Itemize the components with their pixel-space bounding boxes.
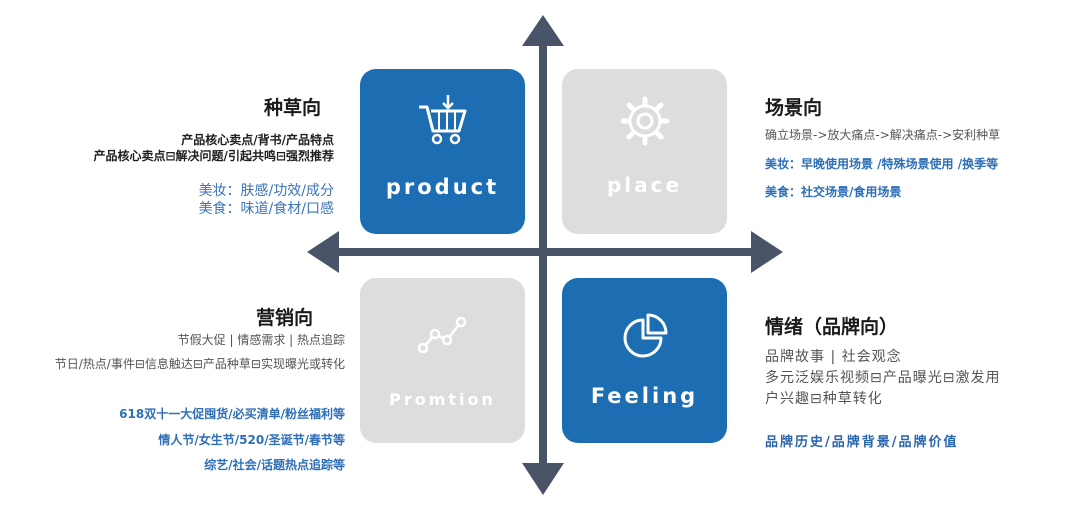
emotion-line-4: 品牌历史/品牌背景/品牌价值 xyxy=(765,435,959,450)
line-chart-icon xyxy=(417,316,466,354)
scene-title: 场景向 xyxy=(765,97,823,119)
marketing-line-3: 618双十一大促囤货/必买清单/粉丝福利等 xyxy=(119,407,345,421)
seeding-line-2: 产品核心卖点⊟解决问题/引起共鸣⊟强烈推荐 xyxy=(93,149,335,163)
arrow-up-icon xyxy=(522,15,564,46)
emotion-line-2: 多元泛娱乐视频⊟产品曝光⊟激发用 xyxy=(765,370,1001,386)
marketing-line-1: 节假大促 | 情感需求 | 热点追踪 xyxy=(177,333,345,347)
product-tile: product xyxy=(360,69,525,234)
emotion-line-1: 品牌故事 | 社会观念 xyxy=(765,349,902,365)
seeding-line-4: 美食：味道/食材/口感 xyxy=(198,201,334,217)
marketing-line-5: 综艺/社会/话题热点追踪等 xyxy=(204,458,345,472)
arrow-right-icon xyxy=(751,231,783,273)
seeding-title: 种草向 xyxy=(264,97,322,119)
scene-line-3: 美食：社交场景/食用场景 xyxy=(765,185,902,199)
emotion-line-3: 户兴趣⊟种草转化 xyxy=(765,391,883,407)
emotion-title: 情绪（品牌向） xyxy=(765,316,899,338)
seeding-line-1: 产品核心卖点/背书/产品特点 xyxy=(181,133,334,147)
seeding-line-3: 美妆：肤感/功效/成分 xyxy=(198,183,334,199)
feeling-label: Feeling xyxy=(590,384,699,408)
promotion-tile: Promtion xyxy=(360,278,525,443)
scene-line-1: 确立场景->放大痛点->解决痛点->安利种草 xyxy=(765,128,1001,142)
shopping-cart-icon xyxy=(418,95,466,145)
gear-icon xyxy=(620,96,669,146)
arrow-left-icon xyxy=(307,231,339,273)
pie-chart-icon xyxy=(623,313,667,358)
product-label: product xyxy=(385,175,500,199)
promotion-label: Promtion xyxy=(389,390,496,409)
place-tile: place xyxy=(562,69,727,234)
arrow-down-icon xyxy=(522,463,564,495)
scene-line-2: 美妆：早晚使用场景 /特殊场景使用 /换季等 xyxy=(765,157,999,171)
marketing-line-2: 节日/热点/事件⊟信息触达⊟产品种草⊟实现曝光或转化 xyxy=(54,357,345,371)
place-label: place xyxy=(606,173,683,197)
marketing-line-4: 情人节/女生节/520/圣诞节/春节等 xyxy=(158,433,345,447)
marketing-title: 营销向 xyxy=(256,307,314,329)
feeling-tile: Feeling xyxy=(562,278,727,443)
